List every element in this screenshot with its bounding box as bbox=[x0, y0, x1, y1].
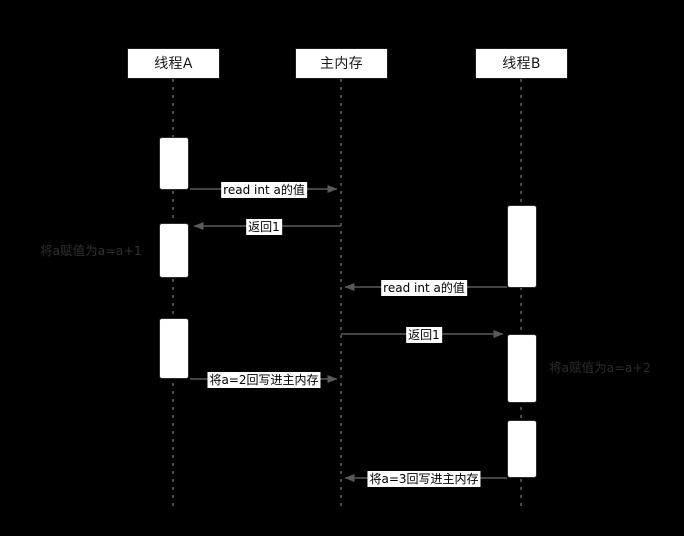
note-thread-a-assignment: 将a赋值为a=a+1 bbox=[40, 243, 142, 258]
activation-bar[interactable] bbox=[507, 205, 537, 288]
message-label-m4: 返回1 bbox=[406, 327, 442, 343]
message-label-m5: 将a=2回写进主内存 bbox=[207, 372, 321, 388]
activation-bar[interactable] bbox=[507, 420, 537, 478]
lifeline-header-threadA[interactable]: 线程A bbox=[127, 48, 220, 79]
activation-bar[interactable] bbox=[159, 223, 189, 278]
activation-bar[interactable] bbox=[159, 318, 189, 379]
message-label-m3: read int a的值 bbox=[381, 280, 467, 296]
lifeline-header-label-mainMemory: 主内存 bbox=[320, 55, 363, 72]
message-label-m2: 返回1 bbox=[246, 219, 282, 235]
message-label-m1: read int a的值 bbox=[221, 182, 307, 198]
message-label-m6: 将a=3回写进主内存 bbox=[367, 471, 481, 487]
lifeline-dashes bbox=[172, 79, 522, 508]
activation-bar[interactable] bbox=[159, 137, 189, 190]
lifeline-header-threadB[interactable]: 线程B bbox=[475, 48, 568, 79]
lifeline-header-label-threadB: 线程B bbox=[502, 55, 541, 72]
activation-bar[interactable] bbox=[507, 334, 537, 403]
lifeline-header-label-threadA: 线程A bbox=[154, 55, 193, 72]
message-arrows bbox=[190, 185, 507, 482]
lifeline-header-mainMemory[interactable]: 主内存 bbox=[295, 48, 388, 79]
note-thread-b-assignment: 将a赋值为a=a+2 bbox=[549, 360, 651, 375]
